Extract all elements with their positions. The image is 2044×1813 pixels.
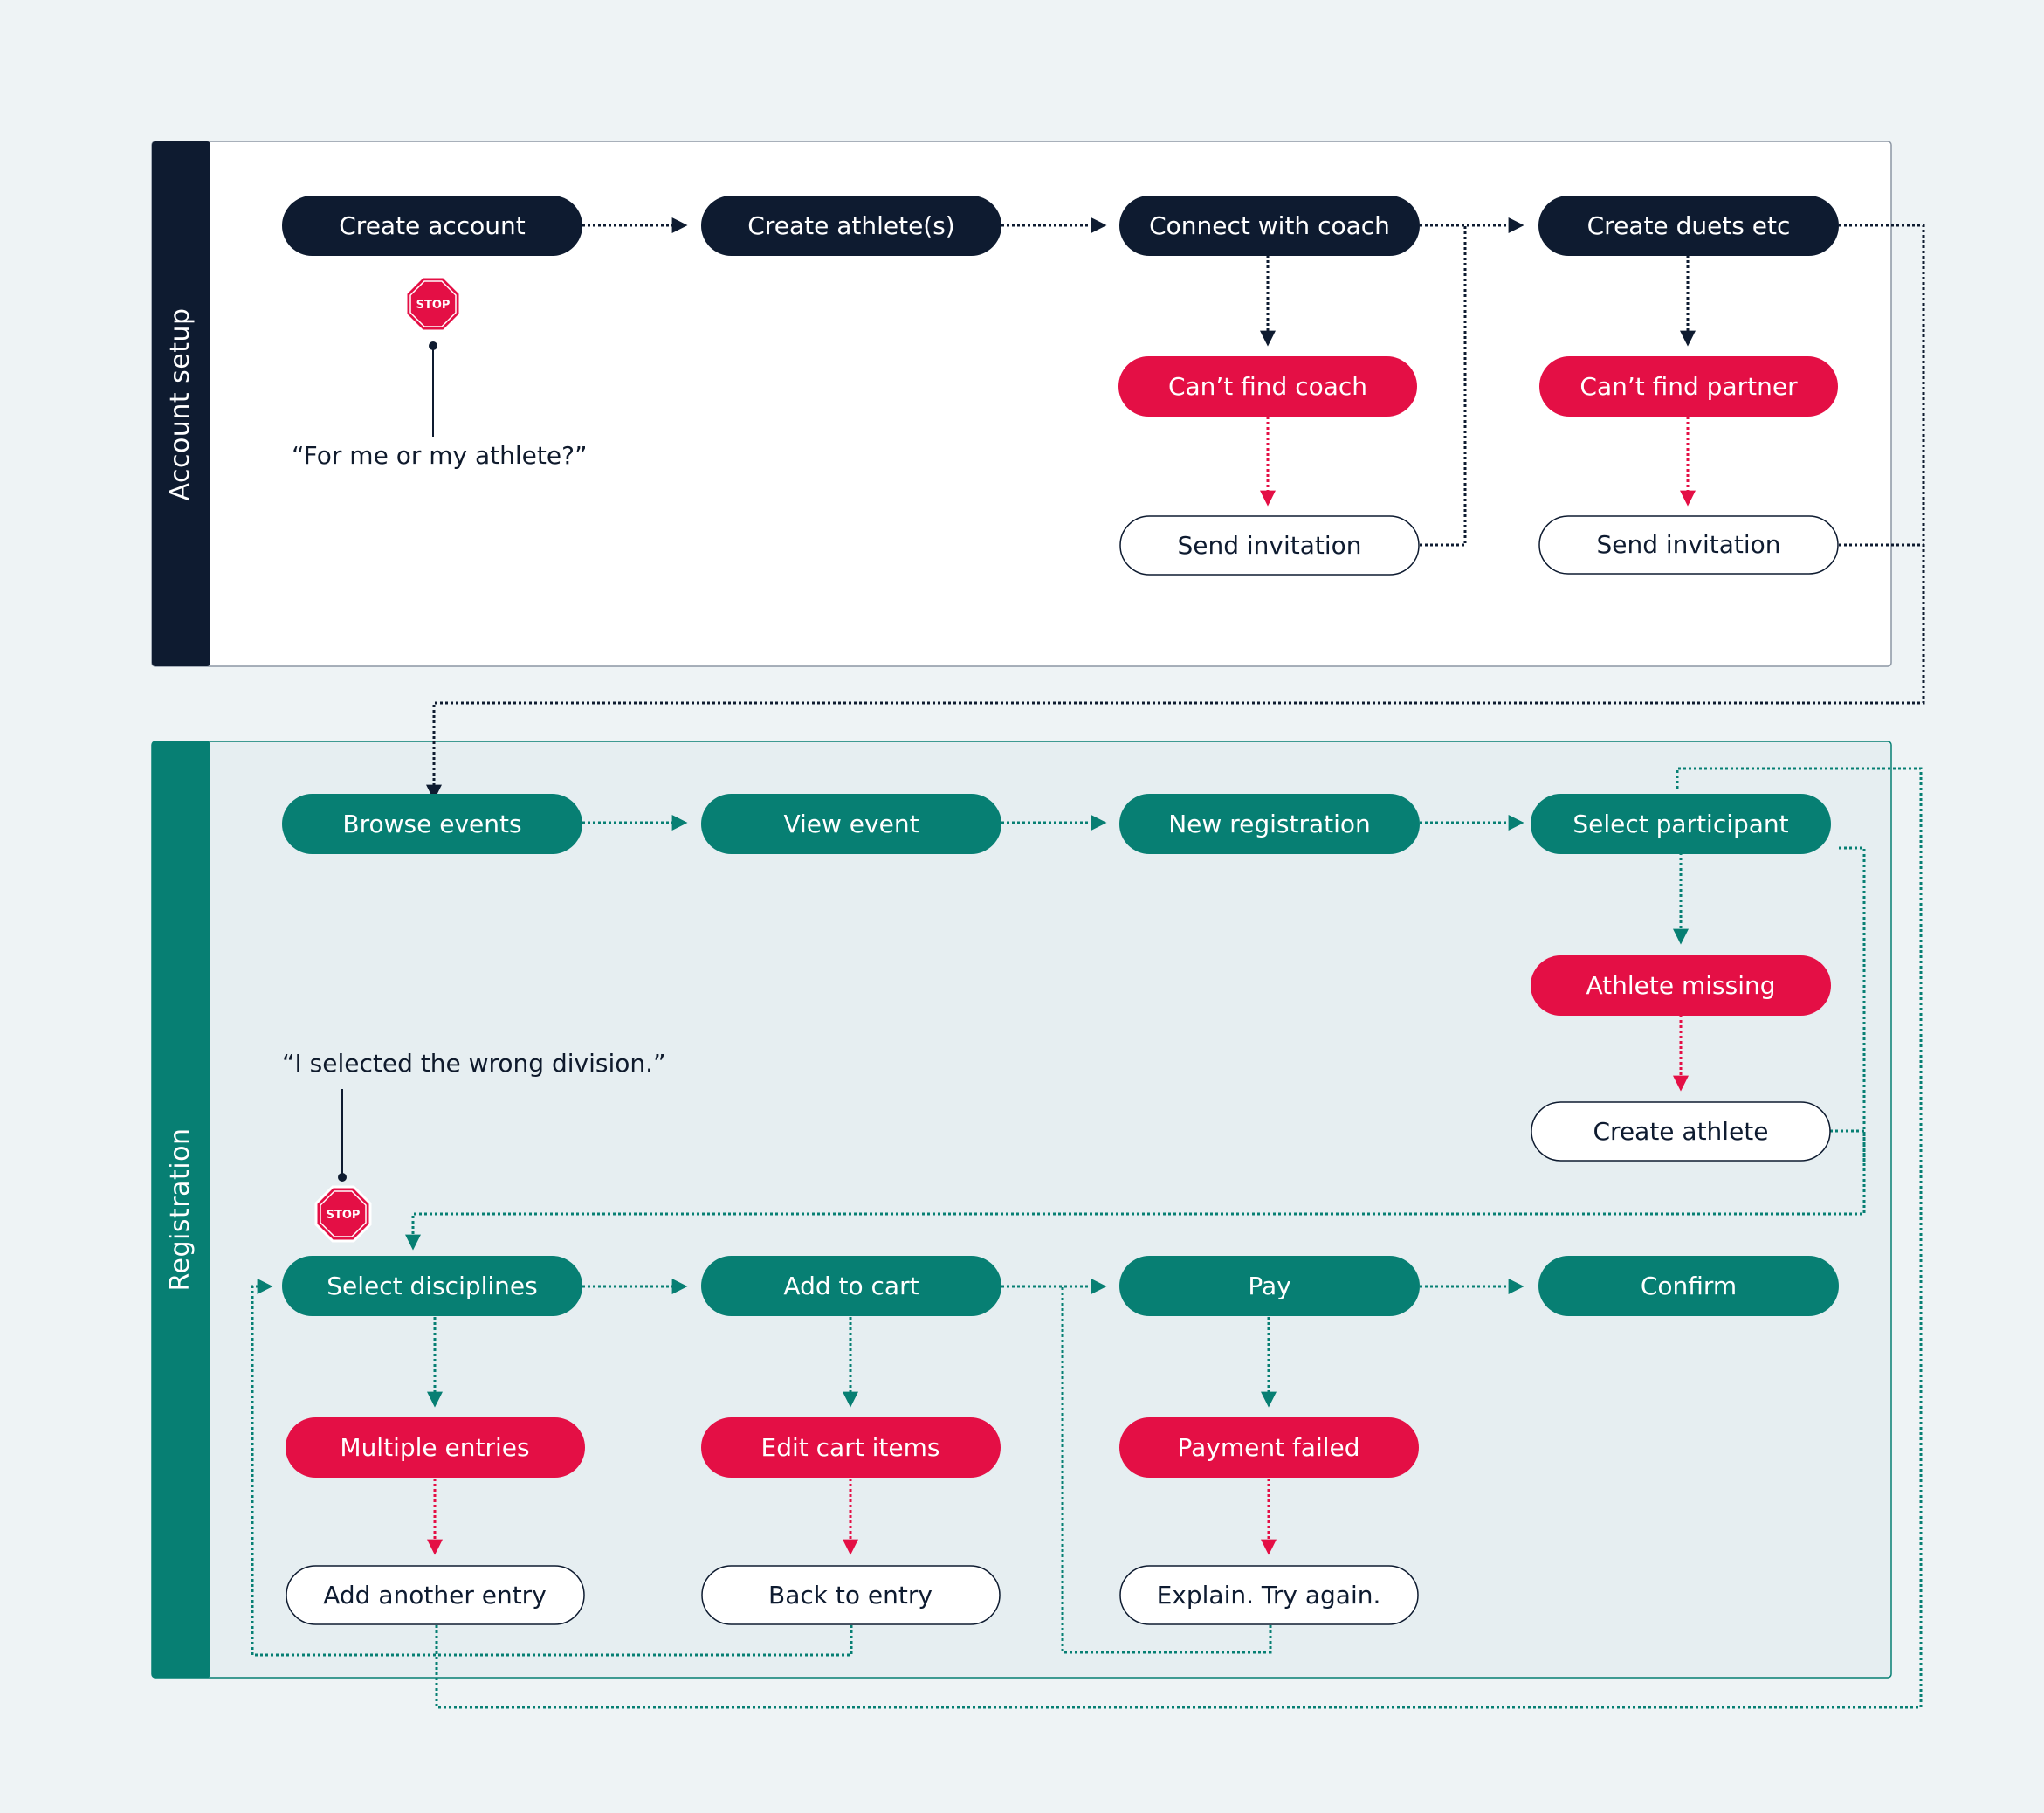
annotation-wrong-division: “I selected the wrong division.” STOP <box>282 1049 666 1243</box>
node-browse-events[interactable]: Browse events <box>282 794 582 854</box>
stop-sign-icon: STOP <box>314 1185 372 1243</box>
loop-explain-to-pay <box>1061 1285 1272 1654</box>
node-view-event[interactable]: View event <box>701 794 1001 854</box>
arrow-select-participant-to-select-disciplines <box>405 846 1866 1251</box>
node-send-invitation-coach[interactable]: Send invitation <box>1119 515 1420 576</box>
node-browse-events-label: Browse events <box>342 810 521 838</box>
lane-account-setup-header <box>152 141 210 666</box>
node-select-disciplines[interactable]: Select disciplines <box>282 1256 582 1316</box>
node-back-to-entry[interactable]: Back to entry <box>701 1565 1001 1625</box>
node-add-to-cart[interactable]: Add to cart <box>701 1256 1001 1316</box>
node-cant-find-coach[interactable]: Can’t find coach <box>1118 356 1417 417</box>
node-multiple-entries[interactable]: Multiple entries <box>286 1417 585 1478</box>
node-payment-failed-label: Payment failed <box>1177 1433 1359 1462</box>
node-athlete-missing[interactable]: Athlete missing <box>1531 955 1831 1016</box>
node-cant-find-partner-label: Can’t find partner <box>1579 372 1798 401</box>
node-connect-with-coach-label: Connect with coach <box>1149 211 1390 240</box>
node-explain-try-again[interactable]: Explain. Try again. <box>1119 1565 1419 1625</box>
node-create-athlete[interactable]: Create athlete <box>1531 1101 1831 1162</box>
node-cant-find-partner[interactable]: Can’t find partner <box>1539 356 1838 417</box>
node-payment-failed[interactable]: Payment failed <box>1119 1417 1419 1478</box>
node-create-account[interactable]: Create account <box>282 196 582 256</box>
node-create-duets[interactable]: Create duets etc <box>1538 196 1839 256</box>
arrow-create-duets-to-browse-events <box>426 224 1925 801</box>
lane-account-setup-label: Account setup <box>165 307 196 500</box>
node-select-participant-label: Select participant <box>1573 810 1788 838</box>
lane-registration: Registration <box>151 741 1892 1679</box>
node-select-disciplines-label: Select disciplines <box>327 1272 538 1300</box>
lane-registration-header <box>152 741 210 1678</box>
node-athlete-missing-label: Athlete missing <box>1586 971 1775 1000</box>
annotation-dot <box>429 341 437 350</box>
node-back-to-entry-label: Back to entry <box>768 1581 933 1610</box>
quote-for-me-or-my-athlete: “For me or my athlete?” <box>292 441 587 470</box>
node-confirm[interactable]: Confirm <box>1538 1256 1839 1316</box>
node-pay[interactable]: Pay <box>1119 1256 1420 1316</box>
node-create-athletes[interactable]: Create athlete(s) <box>701 196 1001 256</box>
node-create-athletes-label: Create athlete(s) <box>747 211 954 240</box>
loop-back-to-entry-to-select-disciplines <box>251 1279 853 1657</box>
node-send-invitation-coach-label: Send invitation <box>1177 531 1361 560</box>
node-send-invitation-partner[interactable]: Send invitation <box>1538 515 1839 575</box>
annotation-dot <box>338 1173 347 1182</box>
node-create-athlete-label: Create athlete <box>1593 1117 1768 1146</box>
node-pay-label: Pay <box>1248 1272 1290 1300</box>
node-cant-find-coach-label: Can’t find coach <box>1168 372 1367 401</box>
stop-sign-icon: STOP <box>404 275 462 333</box>
node-new-registration[interactable]: New registration <box>1119 794 1420 854</box>
registration-connectors <box>251 767 1923 1709</box>
node-edit-cart-items[interactable]: Edit cart items <box>701 1417 1001 1478</box>
stop-sign-label: STOP <box>416 299 451 312</box>
node-confirm-label: Confirm <box>1641 1272 1737 1300</box>
node-new-registration-label: New registration <box>1168 810 1371 838</box>
link-create-athlete-to-trunk <box>1830 1129 1866 1164</box>
node-multiple-entries-label: Multiple entries <box>340 1433 529 1462</box>
node-add-another-entry-label: Add another entry <box>323 1581 547 1610</box>
lane-registration-body <box>151 741 1892 1679</box>
node-create-duets-label: Create duets etc <box>1587 211 1791 240</box>
node-add-another-entry[interactable]: Add another entry <box>286 1565 585 1625</box>
node-connect-with-coach[interactable]: Connect with coach <box>1119 196 1420 256</box>
loop-add-another-entry-to-select-participant <box>435 767 1923 1709</box>
node-add-to-cart-label: Add to cart <box>783 1272 919 1300</box>
node-send-invitation-partner-label: Send invitation <box>1596 530 1780 559</box>
account-setup-connectors <box>426 217 1925 801</box>
node-edit-cart-items-label: Edit cart items <box>761 1433 940 1462</box>
node-explain-try-again-label: Explain. Try again. <box>1157 1581 1381 1610</box>
lane-account-setup: Account setup <box>151 141 1892 667</box>
node-view-event-label: View event <box>783 810 919 838</box>
loop-send-invitation-coach-back <box>1420 225 1467 547</box>
lane-registration-label: Registration <box>165 1128 196 1292</box>
quote-wrong-division: “I selected the wrong division.” <box>282 1049 666 1078</box>
annotation-for-me-or-my-athlete: STOP “For me or my athlete?” <box>292 275 587 470</box>
node-select-participant[interactable]: Select participant <box>1531 794 1831 854</box>
node-create-account-label: Create account <box>339 211 526 240</box>
stop-sign-label: STOP <box>327 1209 361 1222</box>
